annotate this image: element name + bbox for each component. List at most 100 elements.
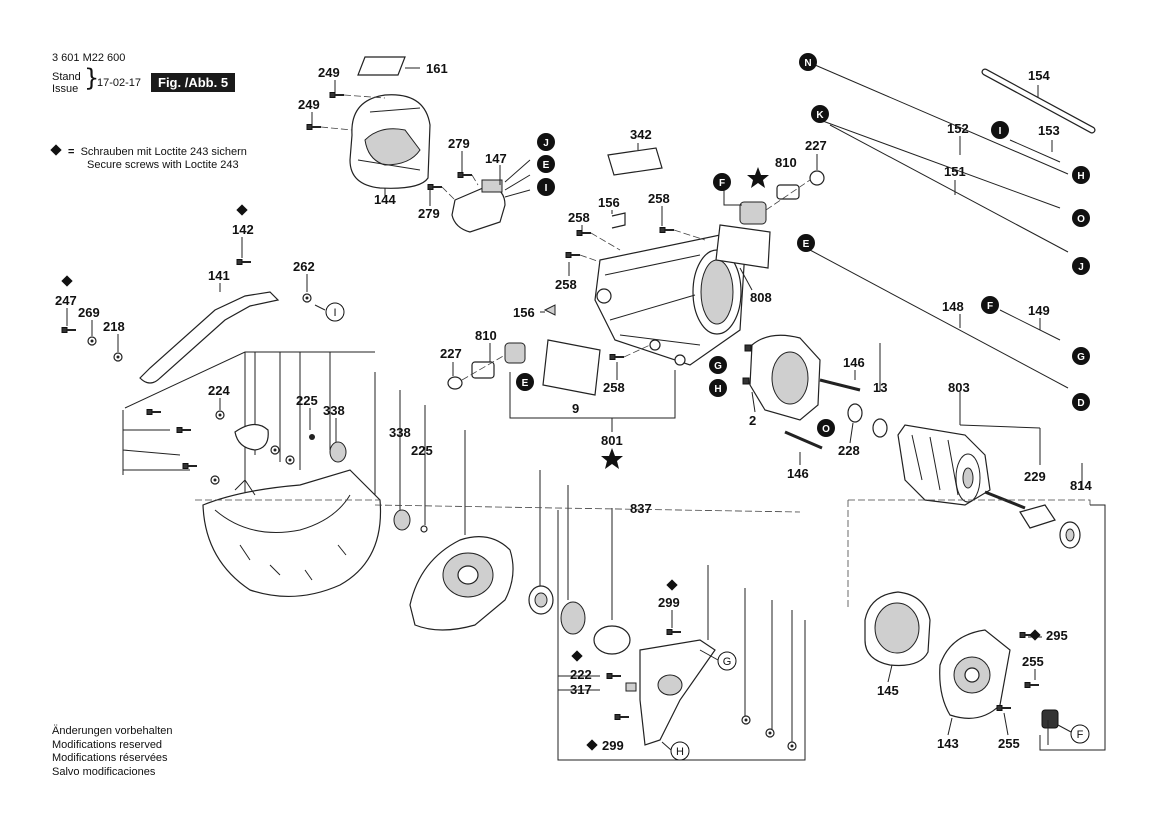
svg-text:N: N	[804, 58, 811, 69]
doc-number: 3 601 M22 600	[52, 52, 126, 64]
part-label-154: 154	[1028, 68, 1050, 83]
svg-text:O: O	[1077, 214, 1085, 225]
lever-141-shape	[139, 291, 280, 384]
stator-armature-group	[742, 334, 1091, 610]
part-label-13: 13	[873, 380, 887, 395]
part-label-247: 247	[55, 293, 77, 308]
part-label-258-a: 258	[568, 210, 590, 225]
svg-text:F: F	[1077, 729, 1084, 741]
issue-date: 17-02-17	[97, 77, 142, 89]
part-label-144: 144	[374, 192, 396, 207]
part-label-227-lower: 227	[440, 346, 462, 361]
connector-H-right: H	[1072, 166, 1090, 184]
connector-N: N	[799, 53, 817, 71]
part-label-218: 218	[103, 319, 125, 334]
star-icon-801	[601, 448, 623, 469]
loctite-equals: =	[68, 146, 75, 158]
connector-F-center: F	[713, 173, 731, 191]
svg-text:I: I	[333, 307, 336, 319]
part-label-295: 295	[1046, 628, 1068, 643]
part-label-156-bottom: 156	[513, 305, 535, 320]
loctite-text-de: Schrauben mit Loctite 243 sichern	[80, 146, 247, 158]
part-label-145: 145	[877, 683, 899, 698]
connector-J-top: J	[537, 133, 555, 151]
part-label-269: 269	[78, 305, 100, 320]
part-label-338-b: 338	[389, 425, 411, 440]
label-161-shape	[357, 56, 406, 76]
footer-line-de: Änderungen vorbehalten	[52, 725, 173, 737]
blade-guard-group	[122, 351, 793, 745]
part-label-255-top: 255	[1022, 654, 1044, 669]
svg-text:H: H	[676, 746, 684, 758]
part-label-222: 222	[570, 667, 592, 682]
part-label-810-upper: 810	[775, 155, 797, 170]
svg-text:J: J	[543, 138, 549, 149]
part-label-229: 229	[1024, 469, 1046, 484]
connector-bubbles: J E I F E G H O N K I H O J E F G D	[516, 53, 1090, 437]
connector-G-right: G	[1072, 347, 1090, 365]
label-808-sheet	[715, 224, 771, 269]
diamond-icon-142	[236, 204, 248, 216]
diamond-icon-295	[1029, 629, 1041, 641]
housing-cover-group	[306, 56, 531, 233]
part-label-801: 801	[601, 433, 623, 448]
leader-lines	[66, 80, 1042, 736]
part-label-258-b: 258	[648, 191, 670, 206]
part-label-152: 152	[947, 121, 969, 136]
connector-D: D	[1072, 393, 1090, 411]
diamond-icon-299-bottom	[586, 739, 598, 751]
part-label-249-bottom: 249	[298, 97, 320, 112]
svg-text:D: D	[1077, 398, 1084, 409]
connector-G-stator: G	[709, 356, 727, 374]
stand-label: Stand	[52, 71, 81, 83]
part-label-143: 143	[937, 736, 959, 751]
loctite-text-en: Secure screws with Loctite 243	[87, 159, 239, 171]
connector-K: K	[811, 105, 829, 123]
diamond-icon-247	[61, 275, 73, 287]
footer-line-fr: Modifications réservées	[52, 752, 168, 764]
part-label-225-b: 225	[411, 443, 433, 458]
connector-G-plate: G	[717, 651, 737, 671]
connector-I-lever: I	[325, 302, 345, 322]
part-label-227-upper: 227	[805, 138, 827, 153]
part-label-814: 814	[1070, 478, 1092, 493]
part-label-317: 317	[570, 682, 592, 697]
label-342-shape	[607, 147, 663, 176]
part-label-153: 153	[1038, 123, 1060, 138]
svg-text:G: G	[723, 656, 732, 668]
connector-E-top: E	[537, 155, 555, 173]
part-label-146-top: 146	[843, 355, 865, 370]
part-label-342: 342	[630, 127, 652, 142]
brush-holder-810-upper	[739, 170, 825, 225]
part-label-255-bottom: 255	[998, 736, 1020, 751]
connector-O-right: O	[1072, 209, 1090, 227]
gearbox-group	[864, 504, 1106, 751]
part-label-142: 142	[232, 222, 254, 237]
connector-F-gearbox: F	[1070, 724, 1090, 744]
connector-I-right: I	[991, 121, 1009, 139]
svg-text:H: H	[714, 384, 721, 395]
part-labels: 161 249 249 144 279 279 147 342 156 156 …	[55, 61, 1092, 753]
svg-text:F: F	[719, 178, 725, 189]
connector-E-right: E	[797, 234, 815, 252]
svg-text:F: F	[987, 301, 993, 312]
svg-text:O: O	[822, 424, 830, 435]
diamond-icon-222	[571, 650, 583, 662]
svg-text:G: G	[1077, 352, 1085, 363]
part-label-299-bottom: 299	[602, 738, 624, 753]
part-label-148: 148	[942, 299, 964, 314]
star-icon-810	[747, 167, 769, 188]
outline-bubbles: I G H F	[325, 302, 1090, 761]
brace-glyph: }	[84, 64, 100, 92]
connector-E-center: E	[516, 373, 534, 391]
svg-text:G: G	[714, 361, 722, 372]
part-label-147: 147	[485, 151, 507, 166]
part-label-249-top: 249	[318, 65, 340, 80]
part-label-228: 228	[838, 443, 860, 458]
part-label-299-top: 299	[658, 595, 680, 610]
part-label-258-c: 258	[555, 277, 577, 292]
part-label-279-top: 279	[448, 136, 470, 151]
connector-I-top: I	[537, 178, 555, 196]
lever-group	[61, 258, 326, 384]
